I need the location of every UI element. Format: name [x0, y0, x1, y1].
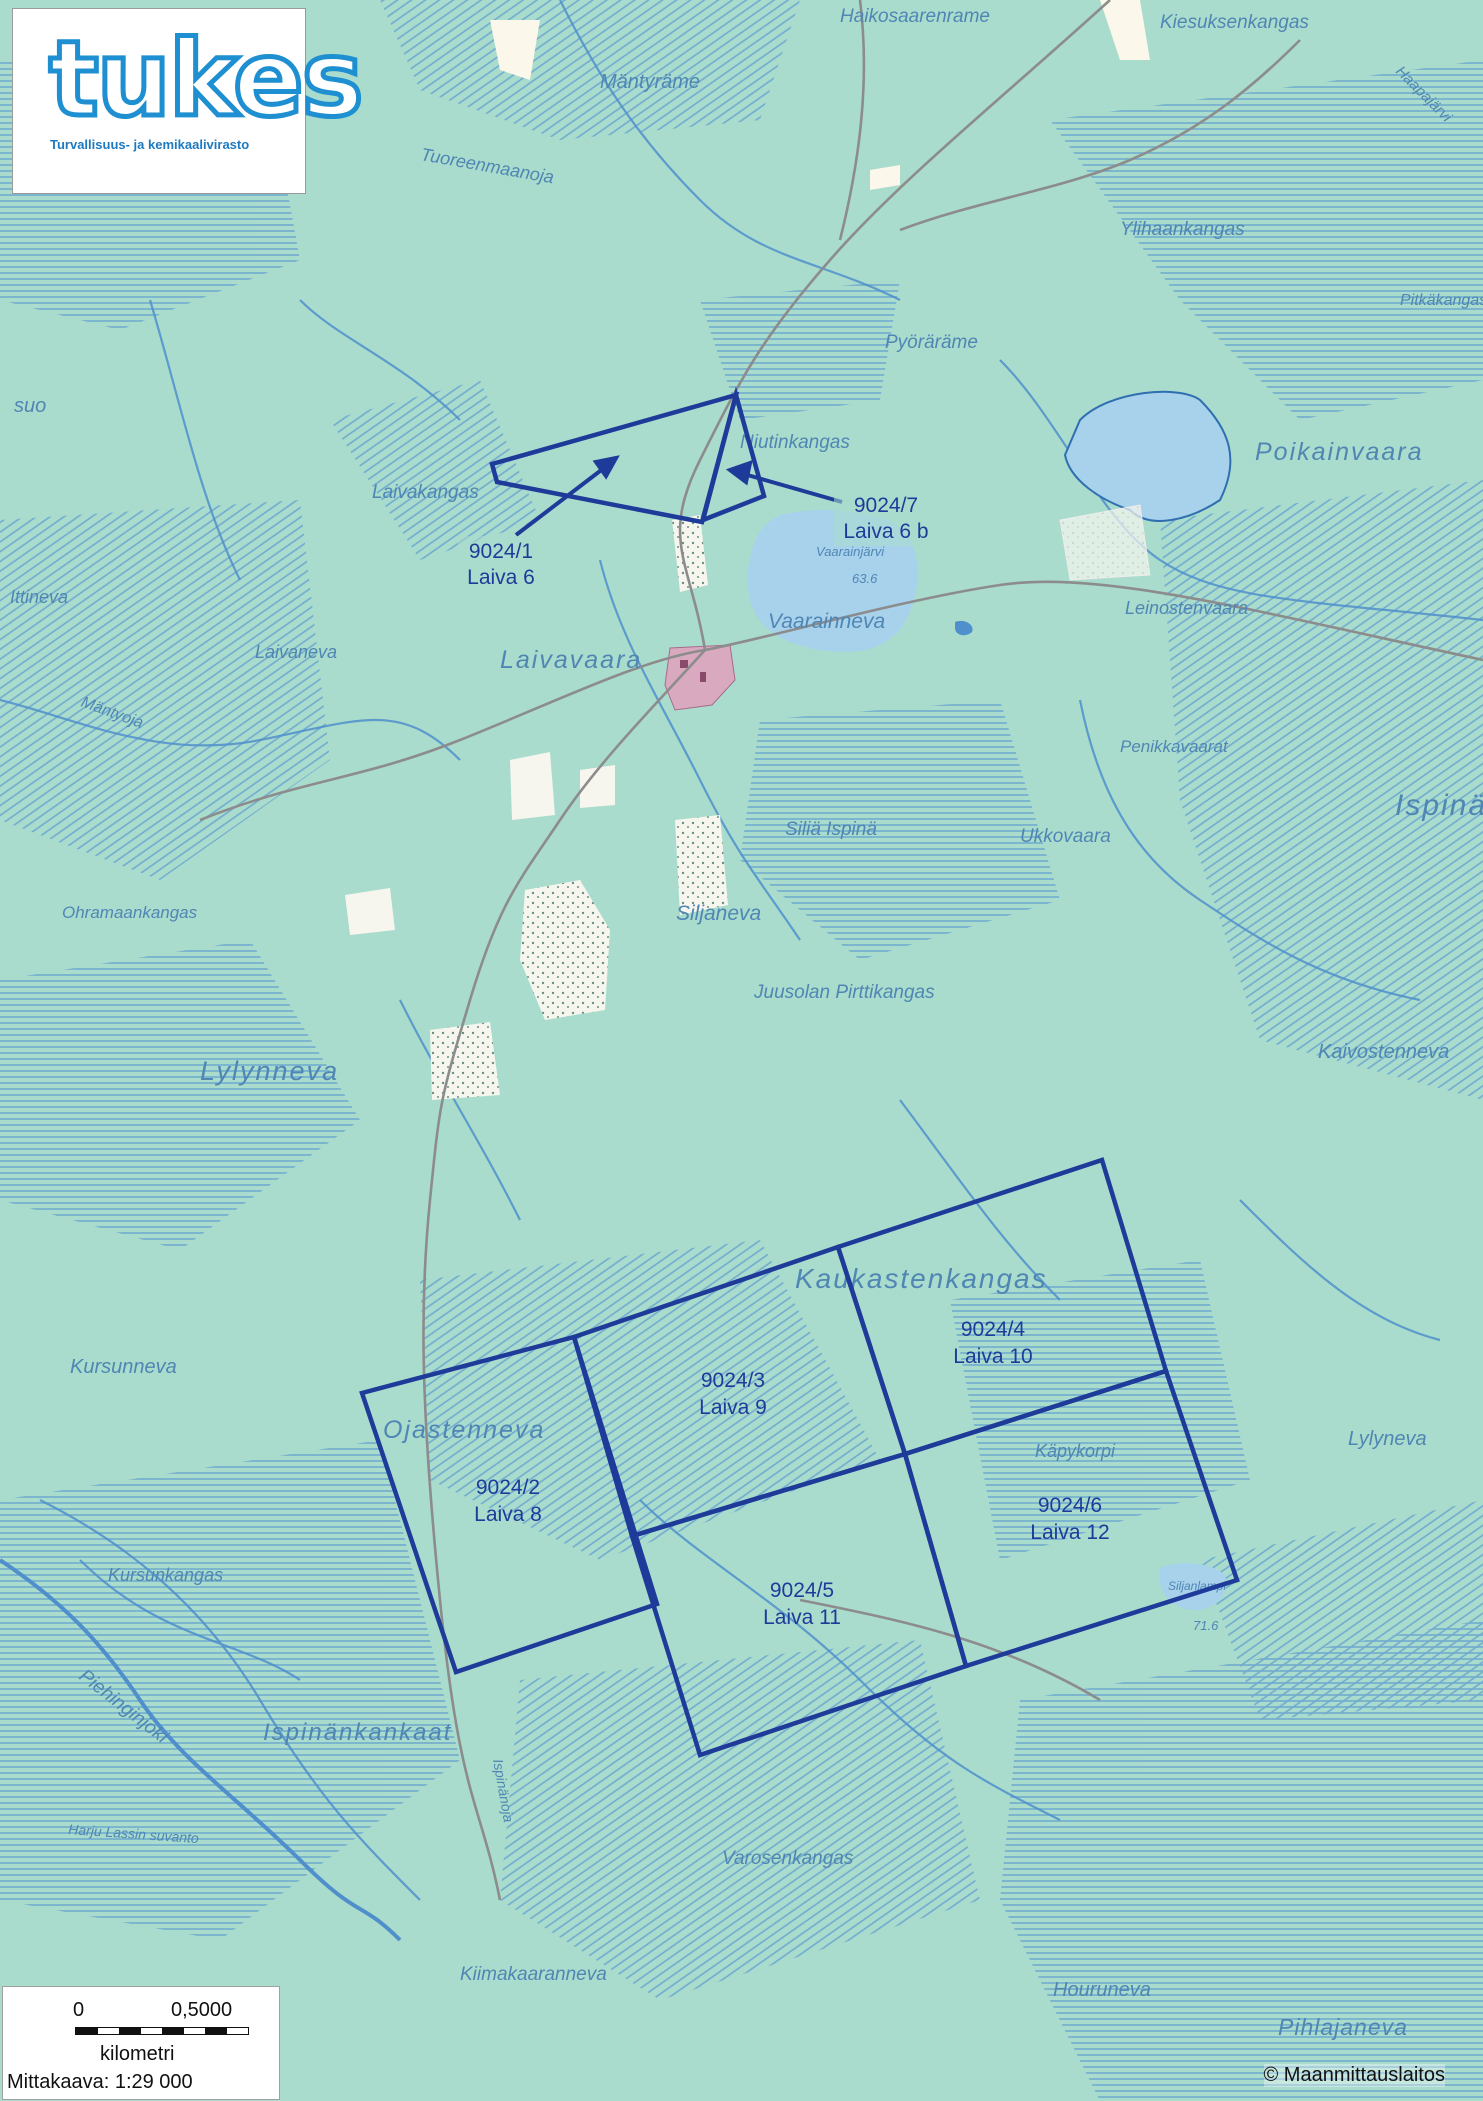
claim-name-label: Laiva 11 — [763, 1606, 841, 1629]
river-piehinginjoki — [0, 1558, 402, 1942]
placename: Ohramaankangas — [62, 903, 198, 922]
placename: Pyöräräme — [885, 332, 978, 353]
tukes-logo: tukes Turvallisuus- ja kemikaalivirasto — [12, 8, 366, 194]
elevation-label: 63.6 — [852, 571, 878, 586]
arrow-9024-1 — [514, 466, 606, 537]
claim-name-label: Laiva 10 — [953, 1345, 1032, 1368]
claim-id-label: 9024/5 — [770, 1579, 834, 1602]
placename: Haikosaarenrame — [840, 6, 990, 27]
placename: Pitkäkangas — [1400, 292, 1483, 309]
claim-area-9024-7 — [699, 386, 767, 524]
placename: Houruneva — [1053, 1979, 1151, 2001]
claim-name-label: Laiva 6 b — [843, 520, 928, 543]
roads — [199, 0, 1483, 1901]
placename: Niutinkangas — [740, 432, 850, 453]
claim-id-label: 9024/1 — [469, 540, 533, 563]
placename: Vaarainjärvi — [816, 544, 885, 559]
claim-id-label: 9024/2 — [476, 1476, 540, 1499]
copyright-notice: © Maanmittauslaitos — [1263, 2064, 1445, 2087]
scale-zero-label: 0 — [73, 1999, 85, 2021]
placename: Ispinä — [1395, 789, 1483, 822]
claim-labels: 9024/1 Laiva 6 9024/7 Laiva 6 b 9024/2 L… — [458, 490, 1110, 1629]
claim-boundaries — [359, 386, 1240, 1758]
scale-ratio-label: Mittakaava: 1:29 000 — [7, 2071, 193, 2093]
placename: Kursunkangas — [108, 1565, 223, 1585]
placename: Ittineva — [10, 587, 68, 607]
placename: Ispinänkankaat — [263, 1719, 452, 1746]
placename: Laivaneva — [255, 642, 337, 662]
placename: Ylihaankangas — [1120, 219, 1245, 240]
placename: Laivavaara — [500, 646, 642, 674]
logo-subtitle: Turvallisuus- ja kemikaalivirasto — [50, 137, 250, 152]
placename: Kaivostenneva — [1318, 1041, 1449, 1063]
claim-area-9024-6 — [902, 1368, 1240, 1669]
placename: Käpykorpi — [1035, 1441, 1116, 1461]
placename: Siljaneva — [676, 902, 761, 925]
claim-name-label: Laiva 8 — [474, 1503, 542, 1526]
scale-legend: 0 0,5000 kilometri Mittakaava: 1:29 000 — [2, 1986, 280, 2100]
placename: Kiesuksenkangas — [1160, 12, 1309, 33]
placename: Poikainvaara — [1255, 438, 1424, 466]
claim-name-label: Laiva 12 — [1030, 1521, 1109, 1544]
claim-id-label: 9024/7 — [854, 494, 918, 517]
placename: Penikkavaarat — [1120, 737, 1229, 756]
scale-half-label: 0,5000 — [171, 1999, 233, 2021]
claim-name-label: Laiva 6 — [467, 566, 535, 589]
arrow-head-icon — [592, 455, 620, 480]
scale-unit-label: kilometri — [100, 2043, 175, 2065]
placename: Ojastenneva — [383, 1416, 545, 1444]
arrow-9024-7 — [743, 472, 843, 504]
elevation-label: 71.6 — [1193, 1618, 1219, 1633]
placename: Lylyneva — [1348, 1428, 1427, 1450]
placename: Varosenkangas — [722, 1848, 854, 1869]
placename: Ukkovaara — [1020, 826, 1111, 847]
placename: Laivakangas — [372, 482, 479, 503]
placename: Leinostenvaara — [1125, 598, 1248, 618]
scale-bar — [75, 2027, 249, 2035]
claim-name-label: Laiva 9 — [699, 1396, 767, 1419]
placename: Siliä Ispinä — [785, 819, 877, 840]
pointer-arrows — [514, 455, 843, 537]
claim-id-label: 9024/3 — [701, 1369, 765, 1392]
placename: Mäntyräme — [600, 71, 700, 93]
placename: Juusolan Pirttikangas — [753, 982, 935, 1003]
placename: Kursunneva — [70, 1356, 177, 1378]
claim-area-9024-2 — [359, 1334, 660, 1675]
lake-poikainvaara — [1063, 390, 1232, 522]
placename: Pihlajaneva — [1278, 2014, 1408, 2040]
streams — [0, 0, 1483, 1901]
arrow-head-icon — [725, 459, 753, 486]
logo-wordmark: tukes — [47, 18, 367, 140]
placename: Kiimakaaranneva — [460, 1964, 607, 1985]
placename: Vaarainneva — [768, 610, 885, 633]
placename: Kaukastenkangas — [795, 1263, 1048, 1294]
placename: Lylynneva — [200, 1056, 339, 1086]
claim-id-label: 9024/4 — [961, 1318, 1026, 1341]
claim-id-label: 9024/6 — [1038, 1494, 1102, 1517]
placename: suo — [14, 395, 46, 417]
